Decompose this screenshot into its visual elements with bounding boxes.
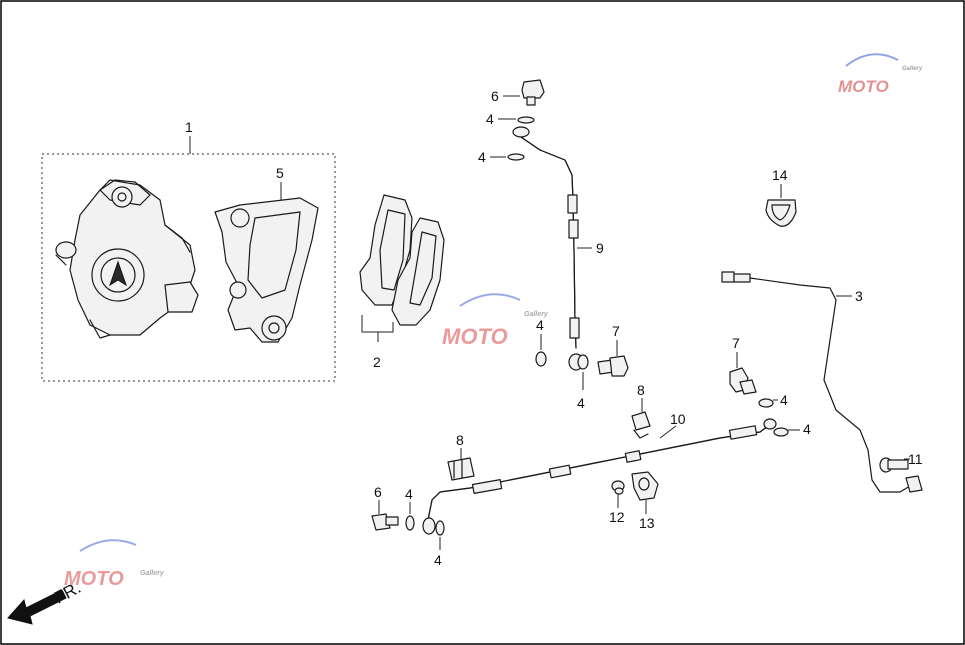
label-2: 2 [373,354,381,370]
banjo-bolt-lower [371,513,399,531]
svg-text:MOTO: MOTO [64,568,124,590]
label-1: 1 [185,119,193,135]
washer-top-2 [507,153,525,161]
label-6a: 6 [491,88,499,104]
label-9: 9 [596,240,604,256]
bolt-7-right [729,367,757,395]
banjo-bolt-top [521,79,545,106]
label-8a: 8 [637,382,645,398]
label-5: 5 [276,165,284,181]
clamp-8-lower [447,457,475,481]
label-4e: 4 [780,392,788,408]
upper-brake-hose [512,126,584,371]
label-4b: 4 [478,149,486,165]
leader-2 [361,315,394,342]
washer-lower-1 [405,515,415,531]
watermark-bottom-left: MOTO Gallery [64,539,165,590]
label-14: 14 [772,167,788,183]
lower-brake-hose [422,418,777,535]
leader-10 [659,425,677,439]
washer-mid-2 [577,354,589,370]
label-4a: 4 [486,111,494,127]
label-4d: 4 [577,395,585,411]
label-7b: 7 [732,335,740,351]
svg-text:Gallery: Gallery [902,66,923,72]
label-3: 3 [855,288,863,304]
svg-text:MOTO: MOTO [442,324,508,349]
label-12: 12 [609,509,625,525]
washer-top-1 [517,116,535,124]
brake-pads [359,194,445,326]
bolt-7-middle [597,355,629,377]
label-13: 13 [639,515,655,531]
abs-sensor-wire [721,271,923,493]
part-13-clamp [631,471,659,501]
watermark-top-right: MOTO Gallery [838,53,923,96]
label-6b: 6 [374,484,382,500]
label-11: 11 [908,451,923,467]
washer-lower-2 [435,520,445,536]
part-14-clip [765,199,797,227]
brake-caliper [55,179,199,339]
svg-text:Gallery: Gallery [140,570,165,577]
part-11-bolt [879,457,909,473]
label-10: 10 [670,411,686,427]
caliper-assembly-box [41,153,336,382]
label-7a: 7 [612,323,620,339]
label-4h: 4 [434,552,442,568]
washer-mid-1 [535,351,547,367]
front-direction-arrow: FR. [7,578,84,625]
label-4c: 4 [536,317,544,333]
watermark-middle: MOTO Gallery [442,293,549,349]
label-8b: 8 [456,432,464,448]
label-4g: 4 [405,486,413,502]
clamp-8-upper [631,411,651,439]
caliper-bracket [214,197,319,343]
svg-text:Gallery: Gallery [524,311,549,318]
part-12-nut [611,480,625,495]
svg-text:MOTO: MOTO [838,77,889,96]
washer-right-2 [773,427,789,437]
washer-right-1 [758,398,774,408]
label-4f: 4 [803,421,811,437]
